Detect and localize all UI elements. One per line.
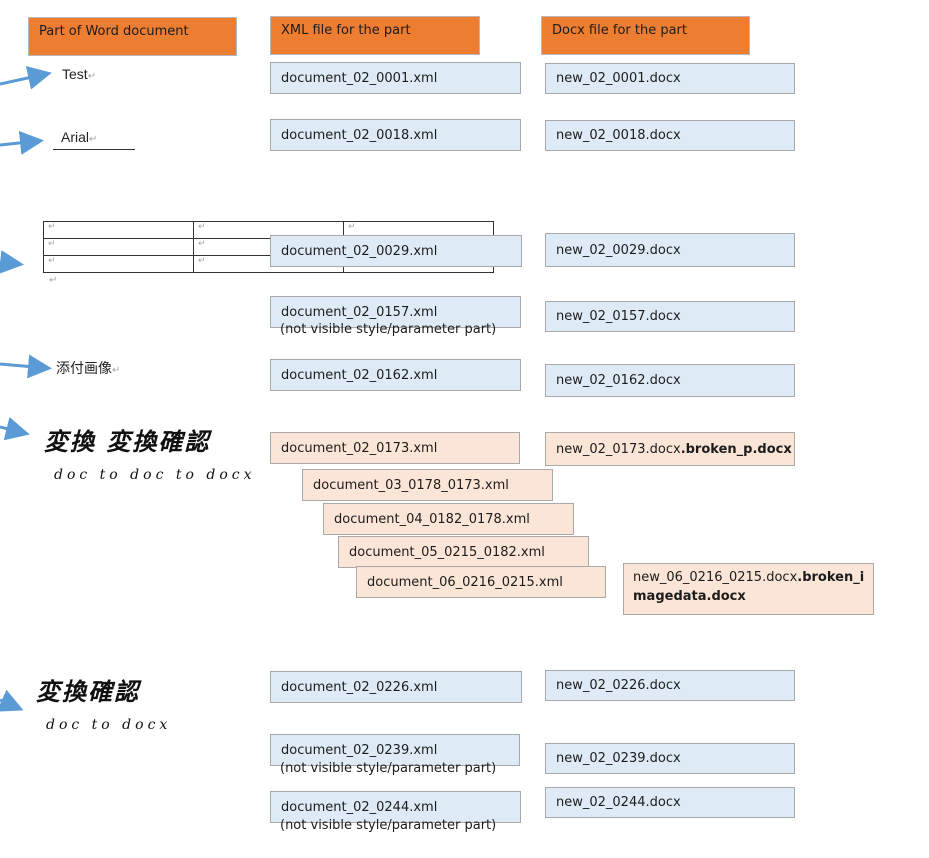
docx-file-name: new_02_0173.docx: [556, 441, 681, 457]
calligraphy-1-sub: doc to doc to docx: [54, 467, 256, 483]
xml-file-note: (not visible style/parameter part): [280, 322, 497, 337]
arial-text: Arial: [61, 129, 90, 145]
return-mark: ↵: [87, 71, 97, 82]
xml-file-box: document_02_0226.xml: [270, 671, 522, 703]
docx-file-box: new_02_0244.docx: [545, 787, 795, 818]
xml-file-note: (not visible style/parameter part): [280, 818, 497, 833]
table-cell: ↵: [43, 238, 194, 256]
arrow-calligraphy-2: [0, 689, 24, 712]
japanese-text: 添付画像: [56, 360, 112, 376]
header-docx-file: Docx file for the part: [541, 16, 750, 55]
arrow-table: [0, 250, 24, 274]
docx-file-name: new_02_0162.docx: [556, 373, 681, 388]
calligraphy-image-1: 変換 変換確認 doc to doc to docx: [44, 422, 264, 483]
xml-file-name: document_03_0178_0173.xml: [313, 477, 509, 493]
docx-file-box: new_02_0162.docx: [545, 364, 795, 397]
docx-file-name: new_02_0244.docx: [556, 795, 681, 810]
xml-file-box: document_02_0157.xml: [270, 296, 521, 328]
docx-file-name: new_02_0018.docx: [556, 128, 681, 143]
calligraphy-2-main: 変換確認: [36, 677, 140, 706]
docx-file-box: new_02_0226.docx: [545, 670, 795, 701]
arrow-japanese: [0, 354, 52, 379]
word-part-test: Test↵: [62, 66, 96, 82]
xml-file-box: document_02_0162.xml: [270, 359, 521, 391]
xml-file-note: (not visible style/parameter part): [280, 761, 497, 776]
word-part-japanese: 添付画像↵: [56, 358, 120, 378]
docx-broken-suffix: .broken_p.docx: [680, 441, 792, 457]
xml-file-box: document_02_0239.xml: [270, 734, 520, 766]
docx-file-box-broken: new_02_0173.docx.broken_p.docx: [545, 432, 795, 466]
xml-file-name: document_02_0029.xml: [281, 243, 438, 259]
word-part-arial: Arial↵: [61, 129, 97, 145]
docx-file-name: new_02_0226.docx: [556, 678, 681, 693]
calligraphy-image-2: 変換確認 doc to docx: [36, 672, 176, 733]
xml-file-name: document_02_0001.xml: [281, 70, 438, 86]
xml-file-box-broken: document_06_0216_0215.xml: [356, 566, 606, 598]
arrow-arial: [0, 130, 44, 155]
xml-file-box-broken: document_03_0178_0173.xml: [302, 469, 553, 501]
docx-broken-suffix-cont: magedata.docx: [633, 589, 746, 604]
xml-file-name: document_02_0018.xml: [281, 127, 438, 143]
xml-file-name: document_02_0226.xml: [281, 679, 438, 695]
xml-file-name: document_02_0244.xml: [281, 799, 438, 815]
header-xml-file: XML file for the part: [270, 16, 480, 55]
docx-broken-suffix: .broken_i: [797, 570, 865, 585]
arrow-test: [0, 66, 52, 90]
test-text: Test: [62, 66, 88, 82]
xml-file-box-broken: document_02_0173.xml: [270, 432, 520, 464]
xml-file-box-broken: document_04_0182_0178.xml: [323, 503, 574, 535]
xml-file-box: document_02_0244.xml: [270, 791, 521, 823]
table-cell: ↵: [43, 255, 194, 273]
docx-file-box-broken: new_06_0216_0215.docx.broken_i magedata.…: [623, 563, 874, 615]
docx-file-box: new_02_0239.docx: [545, 743, 795, 774]
xml-file-name: document_05_0215_0182.xml: [349, 544, 545, 560]
xml-file-name: document_02_0173.xml: [281, 440, 438, 456]
header-word-part: Part of Word document: [28, 17, 237, 56]
xml-file-box-broken: document_05_0215_0182.xml: [338, 536, 589, 568]
xml-file-name: document_02_0239.xml: [281, 742, 438, 758]
docx-file-name: new_02_0157.docx: [556, 309, 681, 324]
xml-file-box: document_02_0018.xml: [270, 119, 521, 151]
docx-file-name: new_02_0001.docx: [556, 71, 681, 86]
xml-file-name: document_02_0157.xml: [281, 304, 438, 320]
docx-file-name: new_02_0029.docx: [556, 242, 681, 258]
xml-file-name: document_02_0162.xml: [281, 367, 438, 383]
table-return-mark: ↵: [49, 275, 58, 286]
return-mark: ↵: [89, 134, 98, 145]
xml-file-name: document_04_0182_0178.xml: [334, 511, 530, 527]
xml-file-box: document_02_0001.xml: [270, 62, 521, 94]
arial-underline: [53, 149, 135, 150]
xml-file-box: document_02_0029.xml: [270, 235, 522, 267]
docx-file-box: new_02_0157.docx: [545, 301, 795, 332]
arrow-calligraphy-1: [0, 416, 30, 441]
docx-file-box: new_02_0001.docx: [545, 63, 795, 94]
docx-file-name: new_02_0239.docx: [556, 751, 681, 766]
docx-file-name: new_06_0216_0215.docx: [633, 570, 798, 585]
docx-file-box: new_02_0018.docx: [545, 120, 795, 151]
return-mark: ↵: [112, 365, 121, 376]
docx-file-box: new_02_0029.docx: [545, 233, 795, 267]
table-cell: ↵: [43, 221, 194, 239]
calligraphy-2-sub: doc to docx: [46, 717, 172, 733]
calligraphy-1-main: 変換 変換確認: [44, 427, 211, 456]
xml-file-name: document_06_0216_0215.xml: [367, 574, 563, 590]
